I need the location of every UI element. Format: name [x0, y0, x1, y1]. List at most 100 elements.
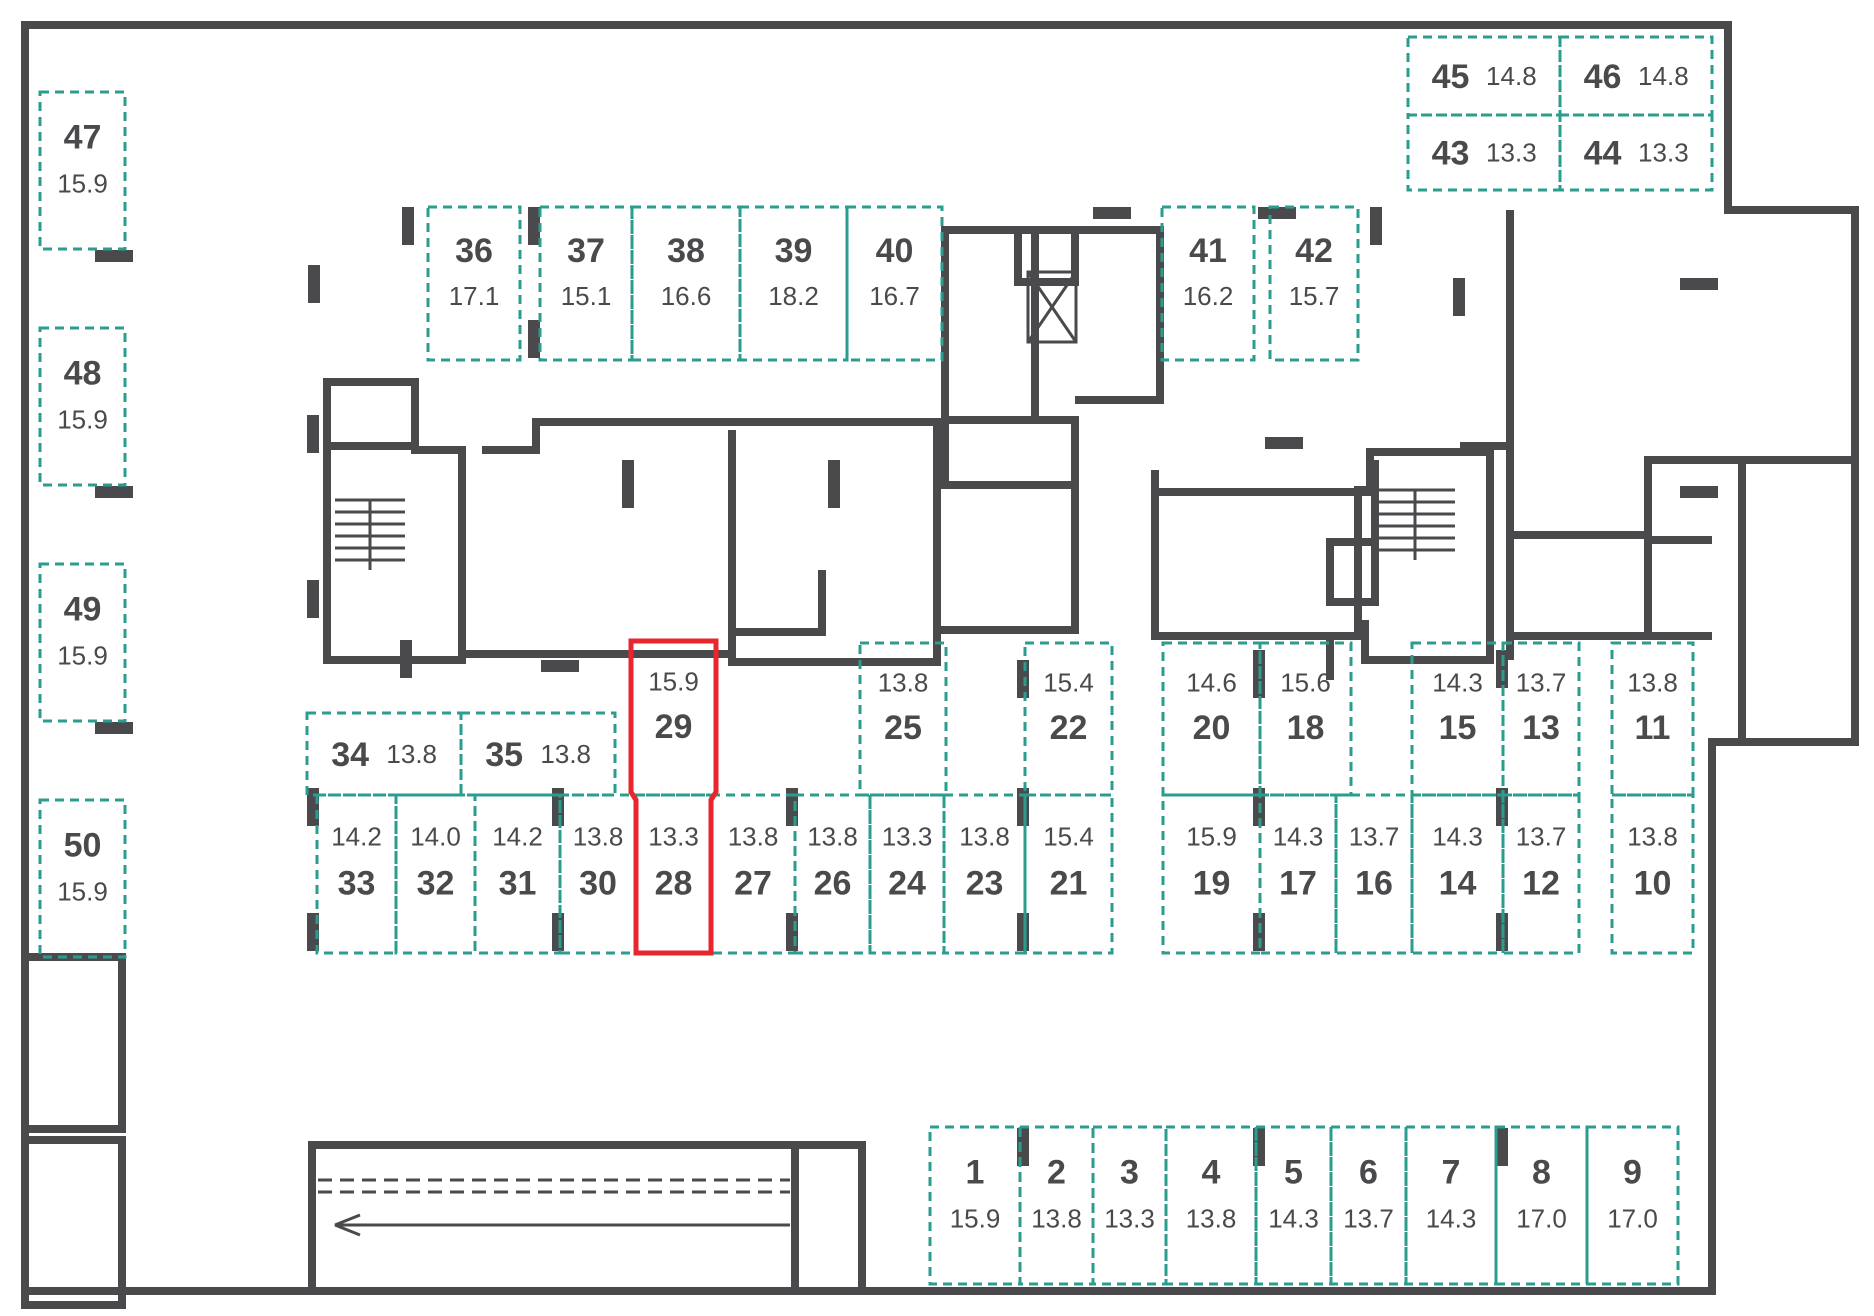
pillar [828, 460, 840, 508]
parking-spot-9[interactable]: 917.0 [1585, 1125, 1680, 1286]
spot-outline [38, 798, 127, 959]
pillar [528, 320, 540, 358]
spot-area: 13.8 [728, 822, 779, 852]
spot-area: 16.2 [1183, 281, 1234, 311]
pillar [95, 722, 133, 734]
pillar [95, 250, 133, 262]
ramp-structure [308, 1141, 866, 1291]
spot-outline [1610, 641, 1695, 797]
pillar [308, 265, 320, 303]
spot-number: 19 [1193, 865, 1231, 903]
spot-number: 45 [1432, 58, 1470, 96]
spot-area: 14.6 [1186, 668, 1237, 698]
spot-area: 14.0 [410, 822, 461, 852]
parking-spot-1[interactable]: 115.9 [928, 1125, 1022, 1286]
parking-spot-3[interactable]: 313.3 [1091, 1125, 1168, 1286]
spot-outline [1404, 1125, 1498, 1286]
parking-spot-4[interactable]: 413.8 [1164, 1125, 1258, 1286]
spot-area: 13.8 [540, 739, 591, 769]
parking-spot-7[interactable]: 714.3 [1404, 1125, 1498, 1286]
spot-number: 25 [884, 709, 922, 747]
spot-number: 28 [655, 865, 693, 903]
spot-number: 4 [1202, 1154, 1221, 1192]
spot-outline [38, 326, 127, 487]
spot-area: 15.9 [57, 168, 108, 198]
parking-spot-20[interactable]: 20 14.6 [1161, 641, 1262, 797]
spot-number: 20 [1193, 709, 1231, 747]
spot-number: 9 [1623, 1154, 1642, 1192]
spot-number: 6 [1359, 1154, 1378, 1192]
parking-spot-8[interactable]: 817.0 [1494, 1125, 1589, 1286]
spot-area: 15.7 [1289, 281, 1340, 311]
parking-spot-6[interactable]: 613.7 [1329, 1125, 1408, 1286]
pillar [1680, 278, 1718, 290]
spot-number: 23 [966, 865, 1004, 903]
spot-area: 13.7 [1349, 822, 1400, 852]
spot-outline [38, 90, 127, 251]
spot-area: 16.7 [869, 281, 920, 311]
spot-area: 14.3 [1432, 668, 1483, 698]
spot-outline [1494, 1125, 1589, 1286]
parking-spot-40[interactable]: 40 16.7 [845, 205, 944, 362]
spot-outline [1585, 1125, 1680, 1286]
pillar [95, 486, 133, 498]
spot-outline [1329, 1125, 1408, 1286]
spot-number: 41 [1189, 232, 1227, 270]
spot-outline [1258, 793, 1338, 955]
parking-spot-5[interactable]: 514.3 [1254, 1125, 1333, 1286]
spot-outline [305, 711, 463, 797]
spot-area: 15.6 [1280, 668, 1331, 698]
spot-outline [1334, 793, 1414, 955]
spot-area: 14.3 [1432, 822, 1483, 852]
spot-area: 16.6 [661, 281, 712, 311]
parking-spot-19[interactable]: 19 15.9 [1161, 793, 1262, 955]
spot-outline [1161, 641, 1262, 797]
left-service-room-upper [21, 953, 126, 1133]
parking-spot-14[interactable]: 14 14.3 [1410, 793, 1505, 955]
parking-spot-41[interactable]: 41 16.2 [1160, 205, 1256, 362]
spot-number: 40 [876, 232, 914, 270]
spot-number: 1 [966, 1154, 985, 1192]
parking-spot-2[interactable]: 213.8 [1018, 1125, 1095, 1286]
spot-number: 14 [1439, 865, 1477, 903]
spot-area: 15.9 [1186, 822, 1237, 852]
spot-area: 15.9 [950, 1203, 1001, 1233]
